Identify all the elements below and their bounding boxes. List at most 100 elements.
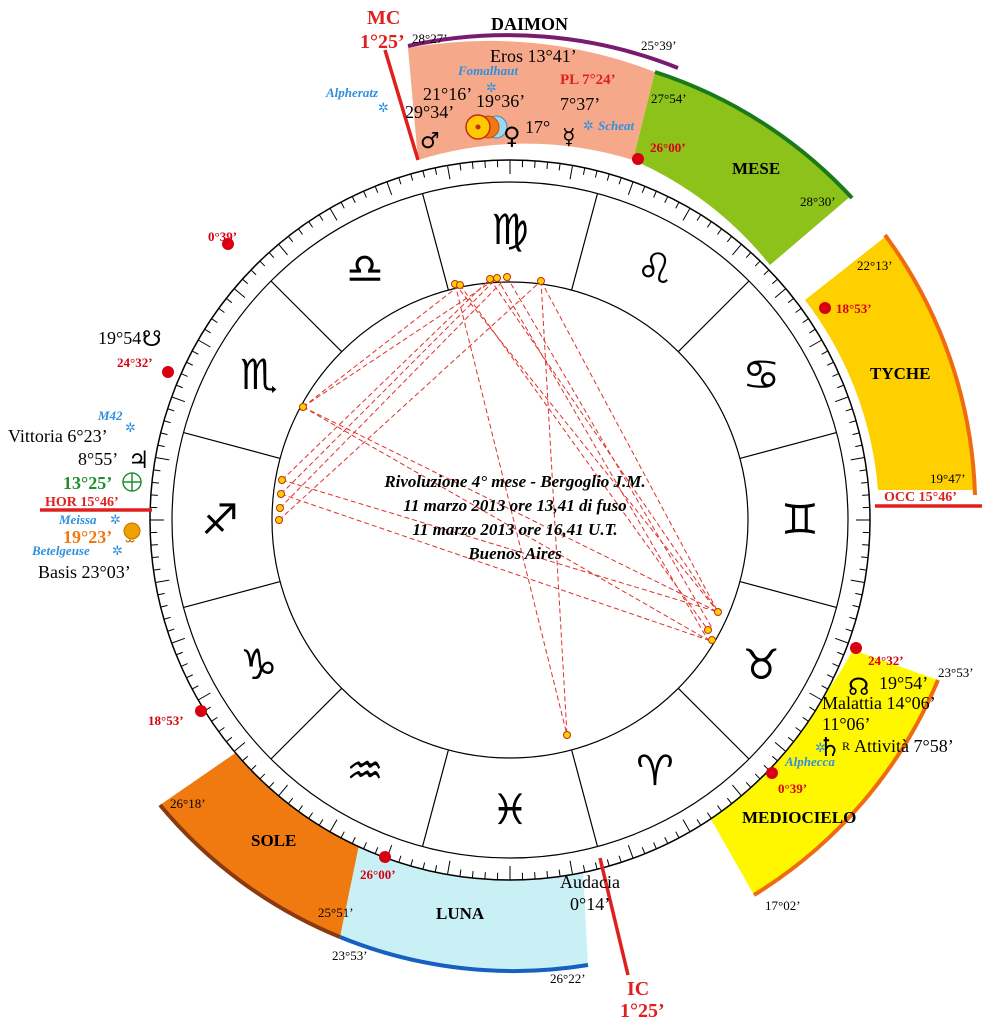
degree-tick [706,221,712,228]
degree-tick [250,764,257,771]
degree-tick [763,269,770,276]
degree-tick [459,163,462,171]
sign-boundary [270,280,343,353]
degree-tick [329,819,338,833]
north-node-icon: ☊ [848,673,869,701]
degree-tick [849,616,857,620]
basis-label: Basis 23°03’ [38,562,131,582]
sign-boundary [739,581,837,609]
mars-icon: ♂ [420,129,440,154]
degree-tick [308,221,314,228]
degree-tick [861,481,869,484]
degree-tick [859,469,867,472]
daimon-end: 25°39’ [641,38,677,53]
mercury-degree: 7°37’ [560,94,600,114]
degree-tick [850,456,865,461]
degree-tick [297,805,303,812]
scheat-star-icon: ✲ [583,119,594,134]
degree-tick [852,604,860,608]
degree-tick [197,339,211,348]
vittoria-label: Vittoria 6°23’ [8,426,108,446]
mese-arc [654,70,854,200]
mese-label: MESE [732,159,780,178]
aries-icon: ♈ [636,746,674,795]
degree-tick [176,651,183,656]
degree-tick [386,181,393,196]
degree-tick [627,181,634,196]
degree-tick [268,781,275,788]
meissa-star-icon: ✲ [110,513,121,528]
degree-tick [618,855,622,863]
degree-tick [155,456,170,461]
degree-tick [569,165,574,180]
degree-tick [618,177,622,185]
degree-tick [422,170,426,178]
degree-tick [834,637,849,644]
earth-icon [122,472,142,492]
mediocielo-label: MEDIOCIELO [742,808,856,827]
degree-tick [259,260,266,267]
hor-label: HOR 15°46’ [45,495,119,510]
degree-tick [374,847,379,854]
degree-tick [250,269,257,276]
north-node-degree: 19°54’ [879,673,928,693]
sun-degree: 21°16’ [423,84,472,104]
sign-boundary [677,687,750,760]
marker-label-3: 24°32’ [868,653,904,668]
degree-tick [855,444,863,448]
degree-tick [410,173,414,181]
degree-tick [171,396,186,403]
degree-tick [446,165,451,180]
sagittarius-icon: ♐ [201,495,239,544]
degree-tick [745,781,752,788]
degree-tick [471,871,474,879]
fomalhaut-label: Fomalhaut [457,63,518,78]
degree-tick [374,186,379,193]
degree-tick [832,663,840,667]
degree-tick [774,288,787,298]
sole-end: 25°51’ [318,905,354,920]
sun-moon-conjunction-icon [465,114,508,140]
degree-tick [180,373,188,377]
sole-sector [160,745,360,937]
degree-tick [653,842,657,850]
luna-label: LUNA [436,904,485,923]
degree-tick [351,196,356,203]
degree-tick [351,837,356,844]
degree-tick [732,784,742,797]
degree-tick [233,742,246,752]
degree-tick [771,755,778,762]
marker-label-1: 26°00’ [650,140,686,155]
center-line-3: 11 marzo 2013 ore 16,41 U.T. [412,520,617,539]
degree-tick [186,361,193,366]
degree-tick [606,859,610,867]
degree-tick [795,727,802,733]
degree-tick [410,859,414,867]
degree-tick [582,865,586,873]
degree-tick [340,831,345,839]
degree-tick [446,860,451,875]
venus-degree: 17° [525,117,550,137]
degree-tick [774,742,787,752]
degree-tick [717,228,723,235]
fomalhaut-star-icon: ✲ [486,81,497,96]
degree-tick [176,384,183,389]
tyche-sector [805,237,974,490]
degree-tick [832,373,840,377]
planet-points [275,273,722,739]
degree-tick [859,568,867,571]
degree-tick [218,307,225,313]
degree-tick [771,278,778,285]
degree-tick [664,196,669,203]
degree-tick [226,297,233,304]
mc-axis [383,49,420,161]
luna-start: 23°53’ [332,948,368,963]
betelgeuse-star-icon: ✲ [112,544,123,559]
sole-arc [158,803,341,939]
degree-tick [787,297,794,304]
degree-tick [821,685,829,690]
gemini-icon: ♊ [781,495,819,544]
degree-tick [151,556,159,559]
daimon-start: 28°27’ [412,31,448,46]
marker-label-5: 26°00’ [360,867,396,882]
